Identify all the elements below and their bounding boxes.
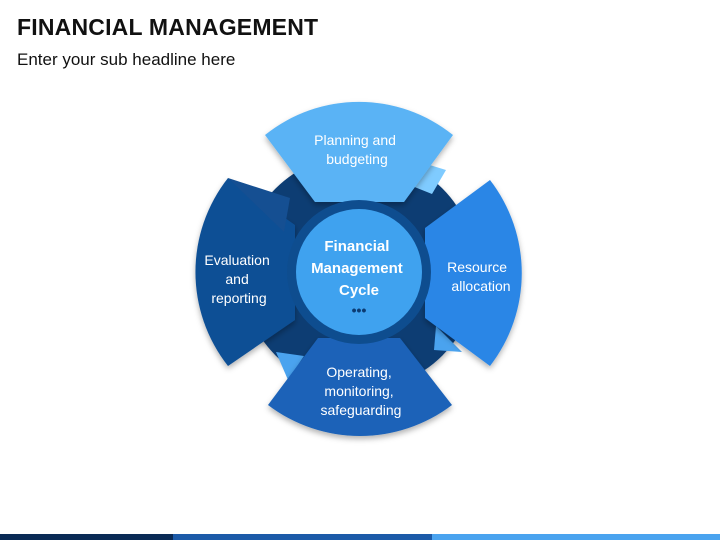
segment-left-line: and [225,271,248,287]
segment-right: Resource allocation [425,180,522,366]
segment-top: Planning and budgeting [265,101,453,202]
segment-bottom-shape [268,338,452,437]
segment-top-label: Planning and budgeting [314,132,400,167]
segment-left-label: Evaluation and reporting [204,252,273,306]
page-subtitle: Enter your sub headline here [17,50,236,69]
segment-right-label: Resource allocation [447,259,511,294]
segment-right-shape [425,180,522,366]
center-hub-line: Cycle [339,282,379,299]
segment-left-shape [195,178,295,366]
segment-bottom-line: monitoring, [324,383,393,399]
center-hub-dots: ••• [352,302,367,318]
center-hub-circle [296,209,422,335]
segment-left-line: reporting [211,290,266,306]
center-hub-line: Management [311,260,403,277]
segment-left: Evaluation and reporting [195,178,295,366]
footer-accent-bar [0,534,720,540]
segment-top-line: Planning and [314,132,396,148]
segment-right-line: allocation [451,278,510,294]
center-hub-label: Financial Management Cycle [311,238,407,299]
segment-bottom-fold [276,352,304,380]
segment-right-fold [434,326,462,352]
segment-left-fold [228,178,290,232]
segment-bottom-label: Operating, monitoring, safeguarding [321,364,402,418]
segment-right-line: Resource [447,259,507,275]
segment-top-shape [265,101,453,202]
segment-top-line: budgeting [326,151,388,167]
center-hub-line: Financial [324,238,389,255]
segment-bottom-line: safeguarding [321,402,402,418]
segment-bottom: Operating, monitoring, safeguarding [268,338,452,437]
page-title: FINANCIAL MANAGEMENT [17,14,319,40]
segment-left-line: Evaluation [204,252,269,268]
center-hub: Financial Management Cycle ••• [287,200,431,344]
segment-bottom-line: Operating, [326,364,391,380]
